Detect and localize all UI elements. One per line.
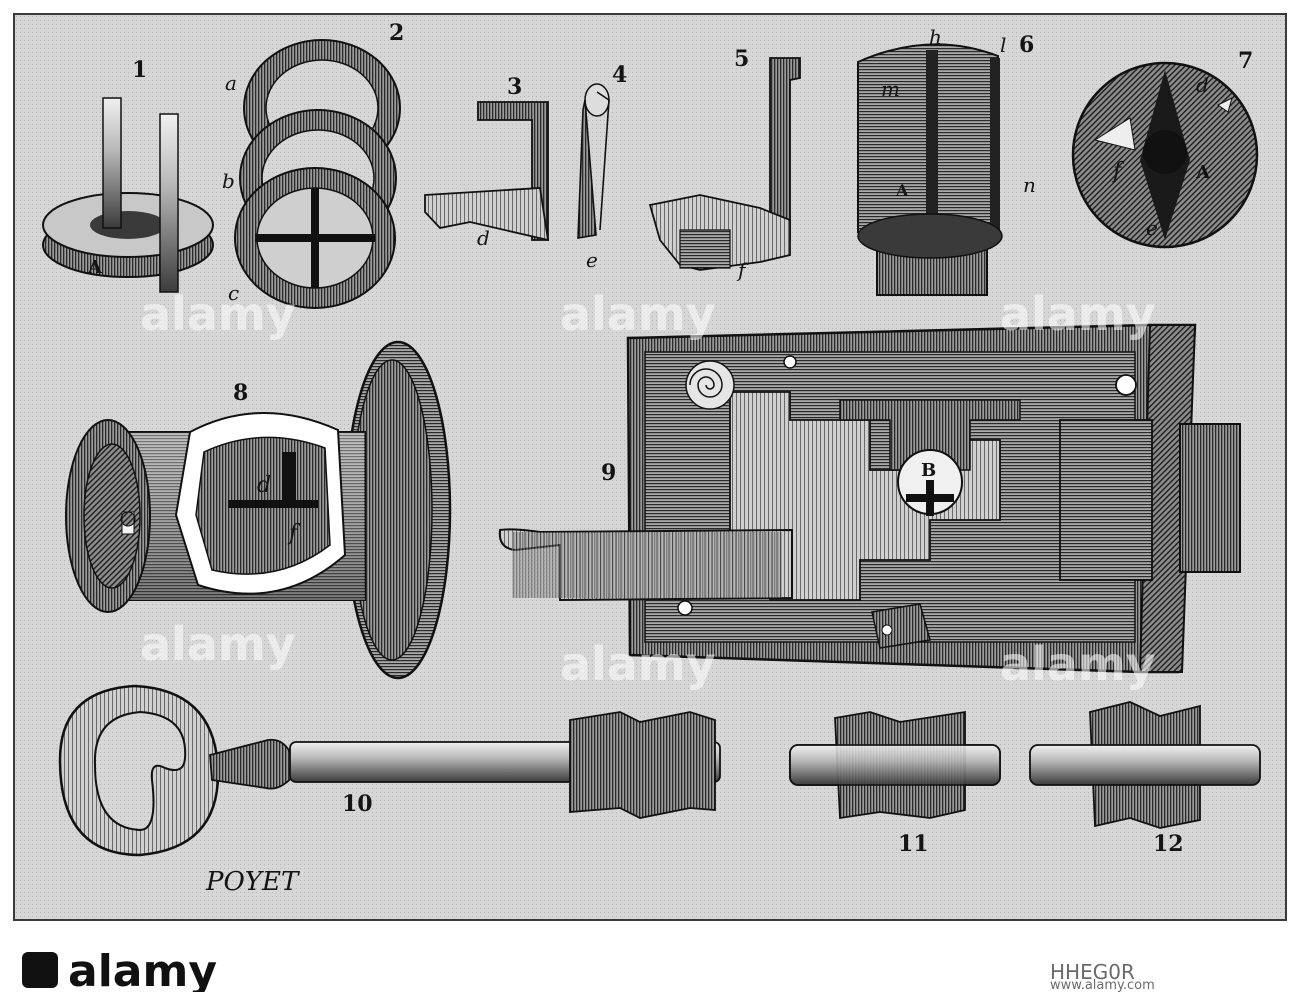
fig5-bolt-piece bbox=[648, 57, 801, 271]
watermark-alamy: alamy bbox=[140, 287, 296, 341]
stock-logo-text: alamy bbox=[68, 948, 217, 992]
fig7-end-view bbox=[1071, 61, 1259, 249]
fig8-lock-cylinder bbox=[65, 340, 452, 680]
logo-mark-icon bbox=[22, 952, 58, 988]
fig7-label-e: e bbox=[1146, 216, 1158, 240]
figure-number-6: 6 bbox=[1019, 32, 1034, 58]
figure-number-10: 10 bbox=[342, 791, 373, 817]
fig10-key bbox=[58, 684, 721, 857]
fig2-label-a: a bbox=[225, 71, 237, 95]
fig8-label-d: d bbox=[257, 473, 271, 498]
fig3-label-d: d bbox=[477, 226, 490, 250]
fig1-label-A: A bbox=[87, 257, 103, 278]
figure-number-3: 3 bbox=[507, 74, 522, 100]
figure-number-1: 1 bbox=[132, 57, 147, 83]
fig6-label-l: l bbox=[1000, 33, 1006, 57]
fig11-key-bit bbox=[789, 710, 1001, 820]
watermark-alamy: alamy bbox=[1000, 637, 1156, 691]
watermark-alamy: alamy bbox=[560, 637, 716, 691]
fig3-lever bbox=[424, 101, 550, 242]
stock-footer bbox=[0, 935, 1300, 998]
fig12-key-bit bbox=[1029, 701, 1261, 829]
stock-image-id: HHEG0R bbox=[1050, 960, 1135, 984]
figure-number-5: 5 bbox=[734, 46, 749, 72]
watermark-alamy: alamy bbox=[560, 287, 716, 341]
fig1-key-wheel bbox=[42, 97, 214, 293]
fig7-label-A: A bbox=[1195, 162, 1211, 183]
watermark-alamy: alamy bbox=[140, 617, 296, 671]
fig6-label-A: A bbox=[895, 181, 909, 200]
fig4-label-e: e bbox=[586, 248, 598, 272]
fig6-label-n: n bbox=[1023, 173, 1036, 197]
figure-number-7: 7 bbox=[1238, 48, 1253, 74]
fig6-label-h: h bbox=[929, 25, 942, 49]
stock-logo: alamy bbox=[22, 948, 217, 992]
engraver-signature: POYET bbox=[205, 867, 300, 897]
fig2-label-c: c bbox=[228, 281, 239, 305]
fig9-label-B: B bbox=[921, 460, 936, 481]
figure-number-12: 12 bbox=[1153, 831, 1184, 857]
fig2-tumbler-rings bbox=[234, 39, 401, 309]
engraving-plate: 1 2 3 4 5 6 7 8 9 10 11 12 A a b c d e f… bbox=[13, 13, 1287, 921]
figure-number-9: 9 bbox=[601, 460, 616, 486]
figure-number-11: 11 bbox=[898, 831, 929, 857]
fig9-lock-mechanism bbox=[498, 323, 1241, 674]
figure-number-4: 4 bbox=[612, 62, 627, 88]
fig6-tumbler-cylinder bbox=[857, 43, 1003, 296]
figure-number-2: 2 bbox=[389, 20, 404, 46]
fig2-label-b: b bbox=[222, 169, 235, 193]
fig7-label-d: d bbox=[1196, 73, 1209, 97]
stock-url: www.alamy.com bbox=[1050, 978, 1155, 993]
fig6-label-m: m bbox=[881, 77, 900, 101]
watermark-alamy: alamy bbox=[1000, 287, 1156, 341]
figure-number-8: 8 bbox=[233, 380, 248, 406]
fig4-pin bbox=[577, 83, 610, 239]
